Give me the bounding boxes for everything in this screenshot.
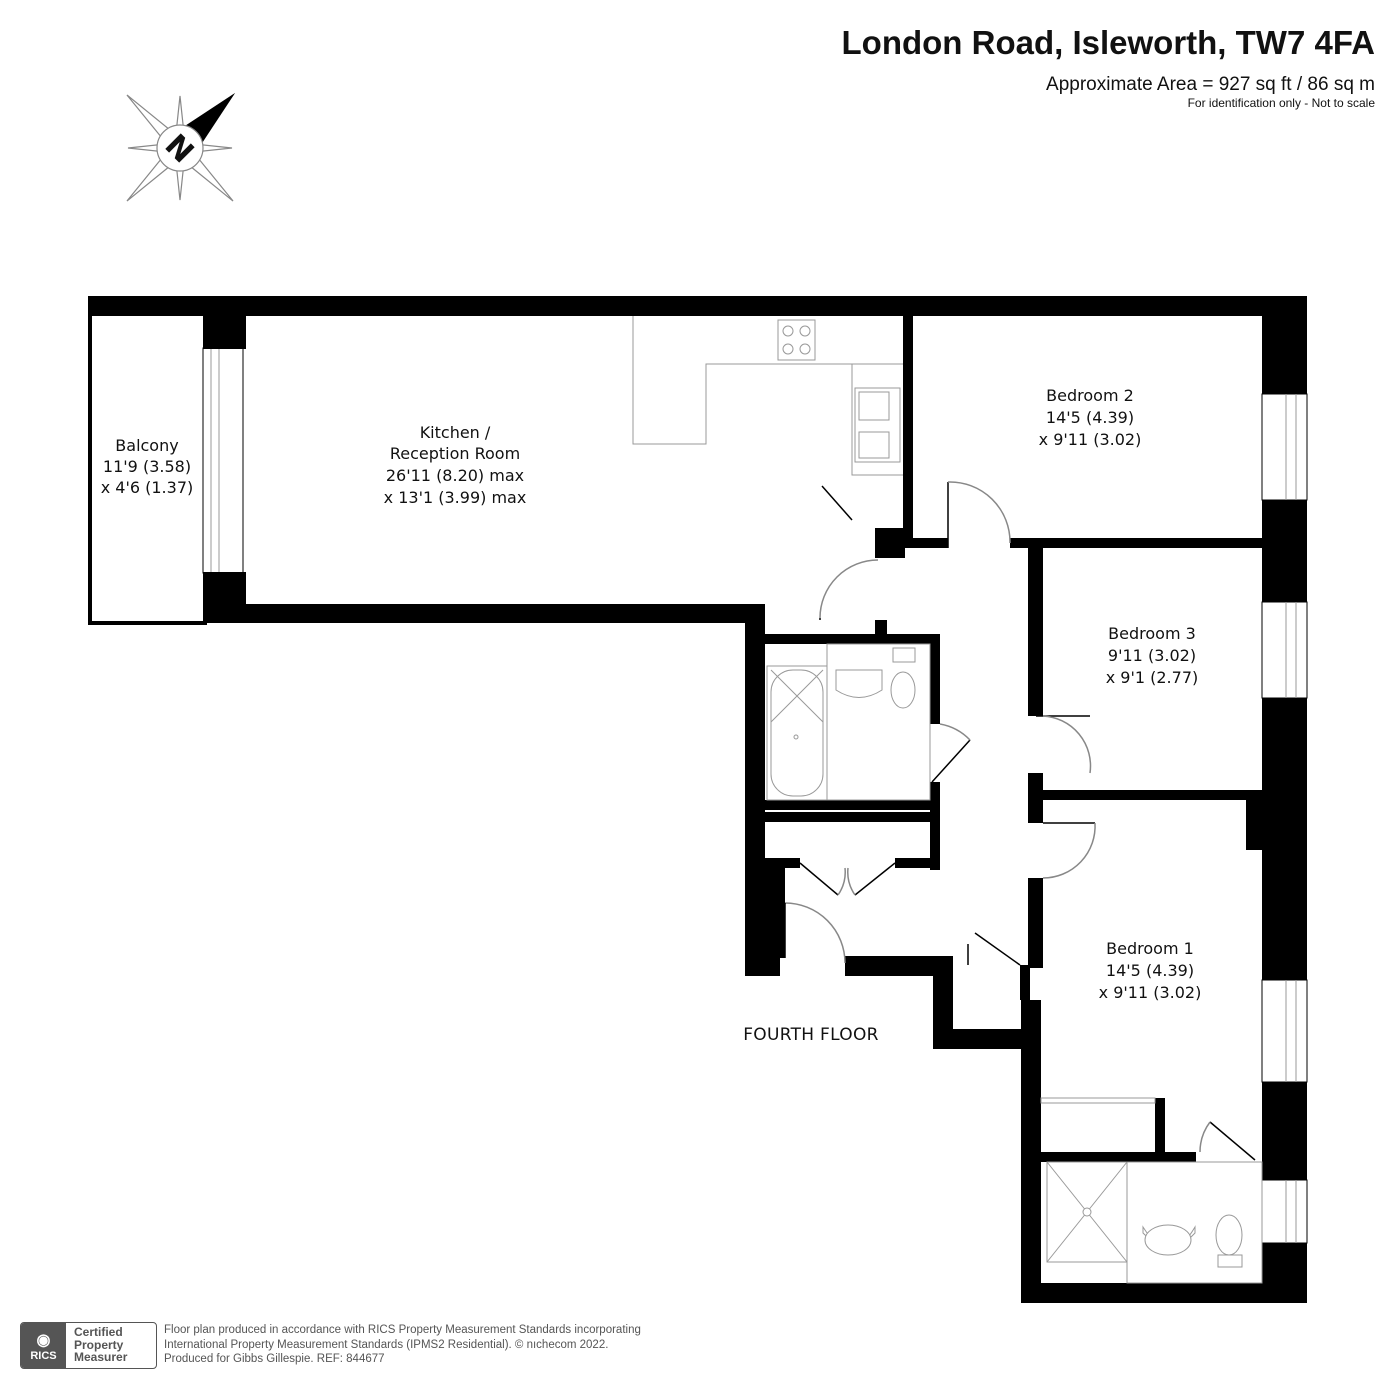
rics-logo-text: RICS	[30, 1349, 57, 1362]
north-compass-icon	[126, 92, 236, 202]
balcony-label: Balcony 11'9 (3.58) x 4'6 (1.37)	[101, 436, 194, 497]
windows	[1261, 393, 1308, 1244]
svg-text:x 4'6 (1.37): x 4'6 (1.37)	[101, 478, 194, 497]
rics-logo-icon: ◉ RICS	[21, 1323, 66, 1368]
footer-line: Produced for Gibbs Gillespie. REF: 84467…	[164, 1353, 385, 1365]
svg-text:Bedroom 3: Bedroom 3	[1108, 624, 1196, 643]
svg-text:x 9'11 (3.02): x 9'11 (3.02)	[1039, 430, 1142, 449]
svg-text:Balcony: Balcony	[115, 436, 178, 455]
approximate-area: Approximate Area = 927 sq ft / 86 sq m	[1046, 74, 1375, 95]
footer-line: International Property Measurement Stand…	[164, 1338, 609, 1351]
svg-text:x 9'1 (2.77): x 9'1 (2.77)	[1106, 668, 1199, 687]
svg-text:Bedroom 2: Bedroom 2	[1046, 386, 1134, 405]
ensuite-fixtures	[1040, 1097, 1263, 1284]
svg-text:x 9'11 (3.02): x 9'11 (3.02)	[1099, 983, 1202, 1002]
balcony	[88, 296, 244, 625]
scale-disclaimer: For identification only - Not to scale	[1187, 96, 1375, 110]
property-address-title: London Road, Isleworth, TW7 4FA	[841, 24, 1376, 61]
svg-text:Kitchen /: Kitchen /	[420, 423, 491, 442]
kitchen-reception-label: Kitchen / Reception Room 26'11 (8.20) ma…	[384, 423, 527, 507]
footer-disclaimer: Floor plan produced in accordance with R…	[164, 1323, 641, 1367]
svg-text:11'9 (3.58): 11'9 (3.58)	[103, 457, 191, 476]
svg-text:9'11 (3.02): 9'11 (3.02)	[1108, 646, 1196, 665]
badge-line-2: Property	[74, 1337, 124, 1352]
svg-text:x 13'1 (3.99) max: x 13'1 (3.99) max	[384, 488, 527, 507]
walls	[90, 296, 1307, 1303]
bedroom-3-label: Bedroom 3 9'11 (3.02) x 9'1 (2.77)	[1106, 624, 1199, 687]
svg-text:26'11 (8.20) max: 26'11 (8.20) max	[386, 466, 524, 485]
svg-text:Bedroom 1: Bedroom 1	[1106, 939, 1194, 958]
kitchen-units	[632, 316, 903, 476]
bedroom-1-label: Bedroom 1 14'5 (4.39) x 9'11 (3.02)	[1099, 939, 1202, 1002]
doors	[784, 481, 1256, 1161]
badge-line-3: Measurer	[74, 1350, 128, 1364]
floor-level-label: FOURTH FLOOR	[743, 1025, 879, 1045]
svg-text:14'5 (4.39): 14'5 (4.39)	[1046, 408, 1134, 427]
svg-text:14'5 (4.39): 14'5 (4.39)	[1106, 961, 1194, 980]
rics-certified-badge: ◉ RICS Certified Property Measurer	[20, 1322, 157, 1369]
bathroom-fixtures	[766, 643, 931, 801]
badge-line-1: Certified	[74, 1325, 123, 1339]
bedroom-2-label: Bedroom 2 14'5 (4.39) x 9'11 (3.02)	[1039, 386, 1142, 449]
footer-line: Floor plan produced in accordance with R…	[164, 1324, 641, 1336]
svg-text:Reception Room: Reception Room	[390, 444, 520, 463]
